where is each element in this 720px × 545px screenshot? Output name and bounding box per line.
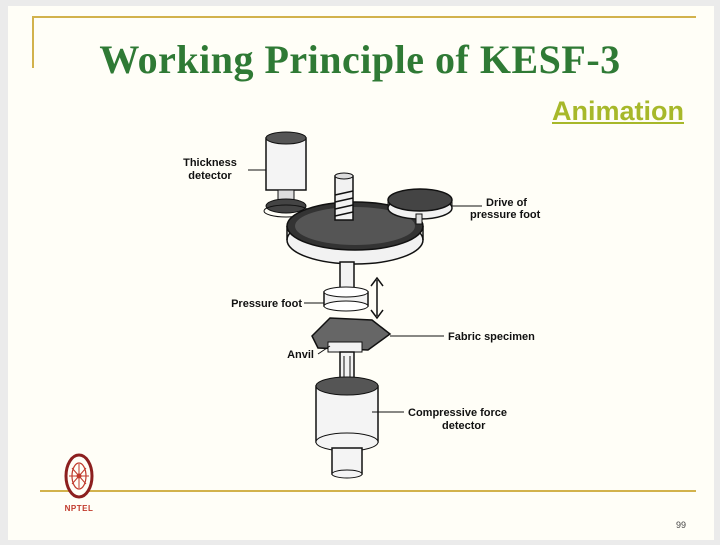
leader-lines xyxy=(248,169,482,413)
nptel-logo-icon xyxy=(64,453,94,499)
label-thickness-detector-1: Thickness xyxy=(183,157,237,169)
label-drive-1: Drive of xyxy=(486,197,527,209)
page-number: 99 xyxy=(676,520,687,530)
drive-gear xyxy=(387,188,453,225)
thickness-detector-unit xyxy=(263,131,309,218)
top-rule xyxy=(32,16,696,18)
label-drive-2: pressure foot xyxy=(470,209,541,221)
bottom-rule xyxy=(40,490,696,492)
left-rule xyxy=(32,16,34,68)
anvil xyxy=(327,341,363,383)
motion-arrow xyxy=(370,276,384,320)
label-thickness-detector-2: detector xyxy=(188,170,232,182)
large-gear xyxy=(286,201,424,265)
screw-shaft xyxy=(334,172,354,221)
pressure-foot-assembly xyxy=(323,261,369,312)
label-compressive-1: Compressive force xyxy=(408,407,507,419)
label-fabric-specimen: Fabric specimen xyxy=(448,331,535,343)
animation-link[interactable]: Animation xyxy=(552,96,684,126)
compressive-force-detector-unit xyxy=(315,376,379,479)
slide-title: Working Principle of KESF-3 xyxy=(99,37,621,82)
label-anvil: Anvil xyxy=(287,349,314,361)
nptel-logo-text: NPTEL xyxy=(64,504,94,513)
label-compressive-2: detector xyxy=(442,420,486,432)
label-pressure-foot: Pressure foot xyxy=(231,298,302,310)
